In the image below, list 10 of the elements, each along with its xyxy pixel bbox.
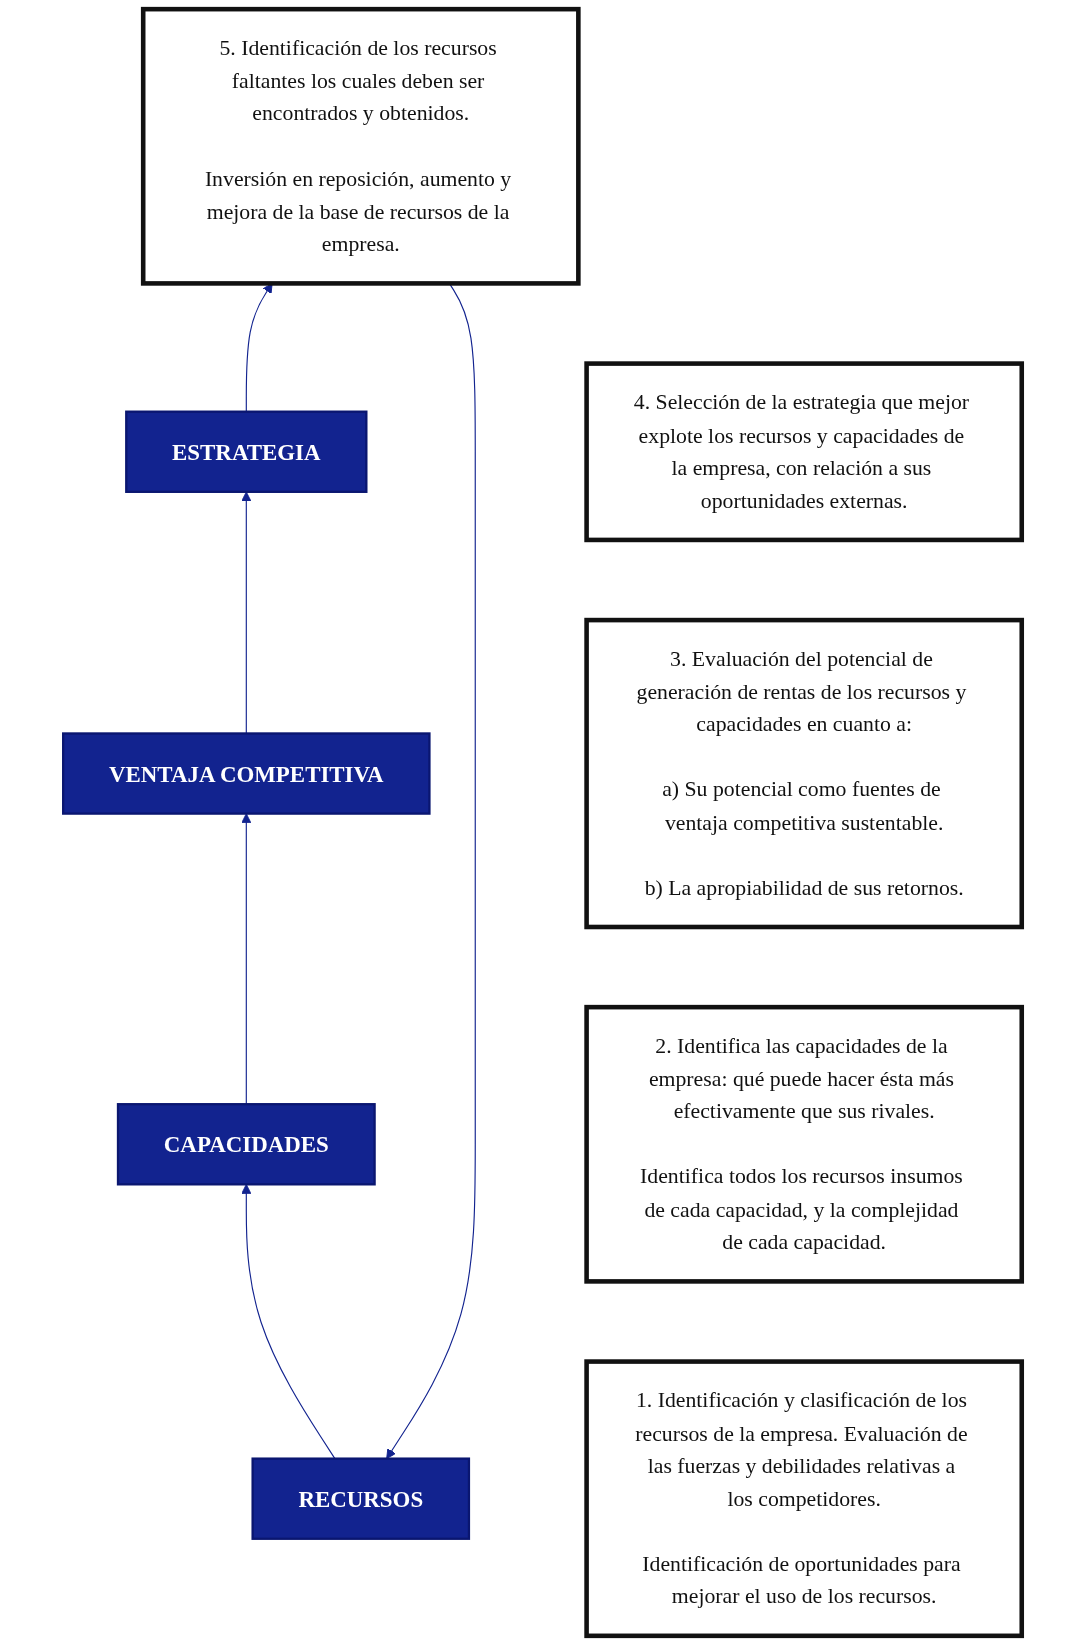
node-box: VENTAJA COMPETITIVA	[61, 732, 431, 815]
node-box: CAPACIDADES	[116, 1103, 376, 1186]
node-box: 5. Identificación de los recursos faltantes los cuales deben ser encontrados y obtenidos. Inversión en reposición, aumento y mejora de la base de recursos de la empresa.	[140, 6, 581, 286]
node-box: 2. Identifica las capacidades de la empresa: qué puede hacer ésta más efectivamente que sus rivales. Identifica todos los recursos insumos de cada capacidad, y la complejidad de cada capacidad.	[583, 1004, 1024, 1284]
node-box: 4. Selección de la estrategia que mejor explote los recursos y capacidades de la empresa, con relación a sus oportunidades externas.	[583, 361, 1024, 543]
node-box: 1. Identificación y clasificación de los recursos de la empresa. Evaluación de las fuerzas y debilidades relativas a los competidores. Identificación de oportunidades para mejorar el uso de los recursos.	[583, 1359, 1024, 1639]
arrow	[240, 813, 251, 1105]
node-box: ESTRATEGIA	[124, 410, 368, 493]
node-box: RECURSOS	[251, 1457, 470, 1540]
node-box: 3. Evaluación del potencial de generación de rentas de los recursos y capacidades en cuanto a: a) Su potencial como fuentes de ventaja competitiva sustentable. b) La apropiabilidad de sus retornos.	[583, 617, 1024, 930]
